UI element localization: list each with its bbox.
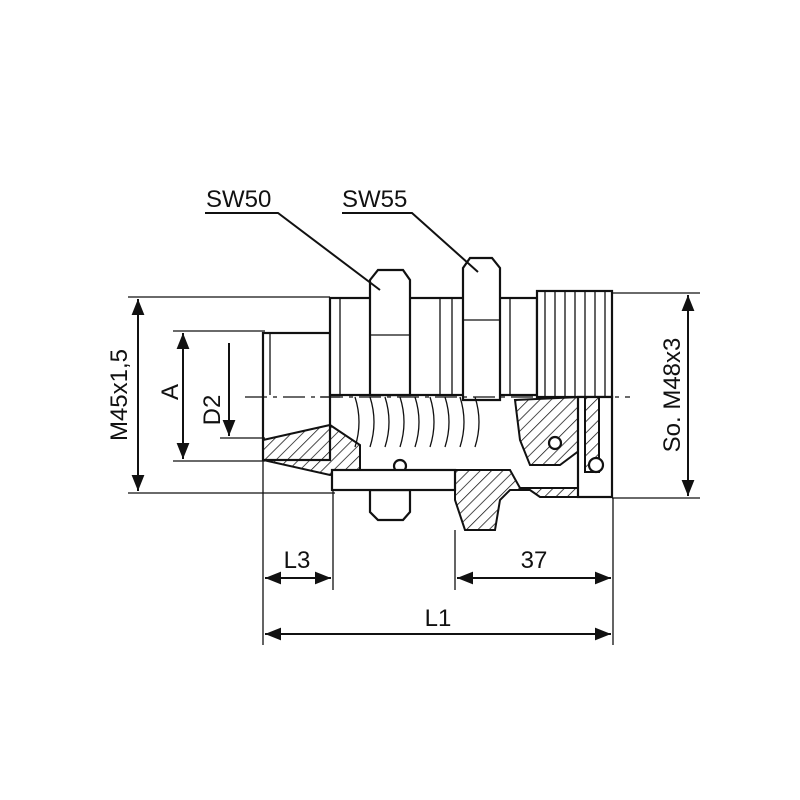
label-sw55: SW55 bbox=[342, 186, 407, 213]
label-a: A bbox=[157, 384, 184, 400]
label-so-m48: So. M48x3 bbox=[659, 338, 686, 453]
label-m45: M45x1,5 bbox=[106, 349, 133, 441]
leader-sw50 bbox=[205, 212, 381, 291]
label-l1: L1 bbox=[425, 605, 452, 632]
label-37: 37 bbox=[521, 547, 548, 574]
label-d2: D2 bbox=[199, 395, 226, 426]
label-l3: L3 bbox=[284, 547, 311, 574]
extension-lines bbox=[128, 292, 700, 645]
fitting-body bbox=[261, 256, 614, 531]
spring bbox=[354, 396, 480, 448]
leader-sw55 bbox=[342, 212, 479, 273]
thread-lines bbox=[544, 291, 606, 397]
label-sw50: SW50 bbox=[206, 186, 271, 213]
